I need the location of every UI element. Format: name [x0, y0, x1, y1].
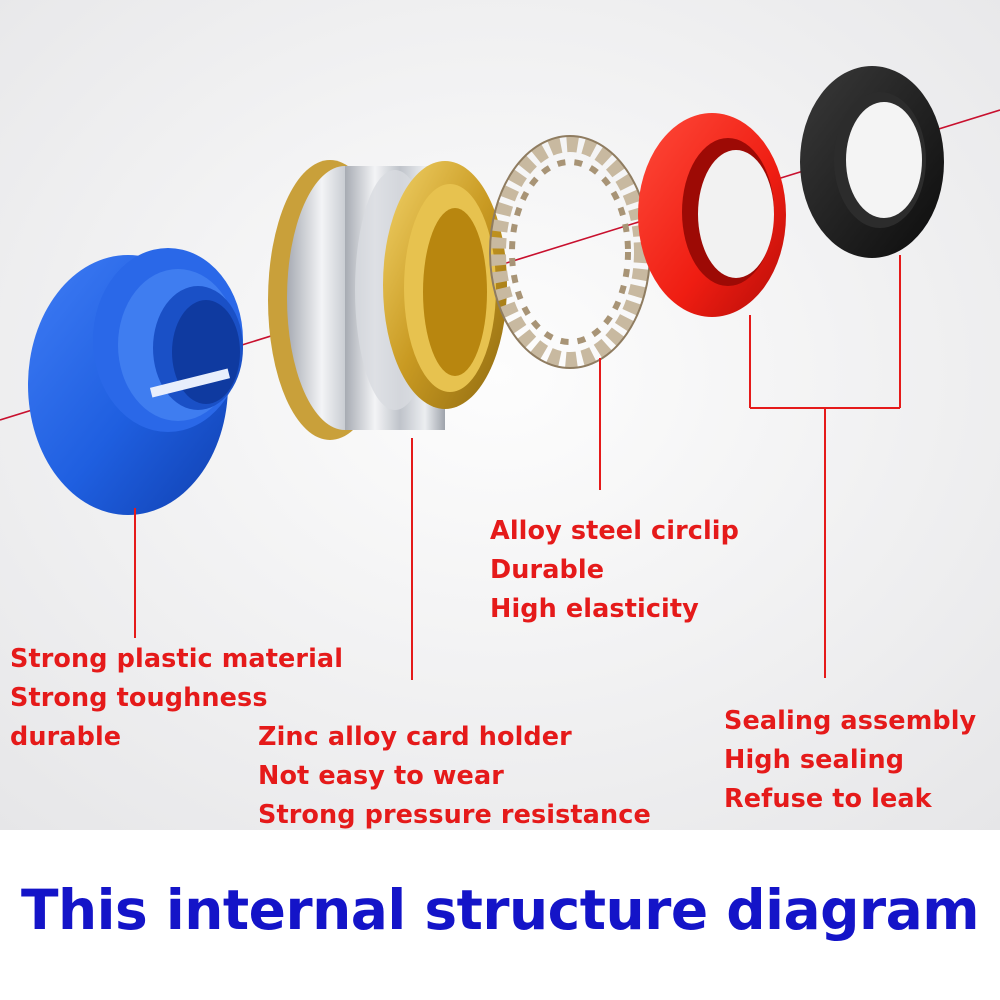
blue-plastic-sleeve-icon: [28, 248, 243, 515]
zinc-brass-card-holder-icon: [268, 160, 507, 440]
red-seal-ring-icon: [638, 113, 786, 317]
photo-background: [0, 0, 1000, 830]
label-circlip-line-3: High elasticity: [490, 594, 699, 624]
label-circlip: Alloy steel circlip Durable High elastic…: [490, 512, 739, 629]
label-zinc-line-2: Not easy to wear: [258, 761, 504, 791]
label-zinc-line-3: Strong pressure resistance: [258, 800, 651, 830]
label-circlip-line-1: Alloy steel circlip: [490, 516, 739, 546]
diagram-caption: This internal structure diagram: [20, 878, 980, 942]
label-plastic: Strong plastic material Strong toughness…: [10, 640, 343, 757]
leader-bracket-sealing: [749, 255, 901, 678]
label-zinc-line-1: Zinc alloy card holder: [258, 722, 572, 752]
label-sealing-line-2: High sealing: [724, 745, 905, 775]
black-seal-ring-icon: [800, 66, 944, 258]
label-zinc: Zinc alloy card holder Not easy to wear …: [258, 718, 651, 835]
label-plastic-line-2: Strong toughness: [10, 683, 268, 713]
label-sealing-line-1: Sealing assembly: [724, 706, 977, 736]
label-plastic-line-1: Strong plastic material: [10, 644, 344, 674]
label-sealing: Sealing assembly High sealing Refuse to …: [724, 702, 976, 819]
label-plastic-line-3: durable: [10, 722, 122, 752]
exploded-parts-illustration: [0, 0, 1000, 830]
label-circlip-line-2: Durable: [490, 555, 605, 585]
label-sealing-line-3: Refuse to leak: [724, 784, 932, 814]
